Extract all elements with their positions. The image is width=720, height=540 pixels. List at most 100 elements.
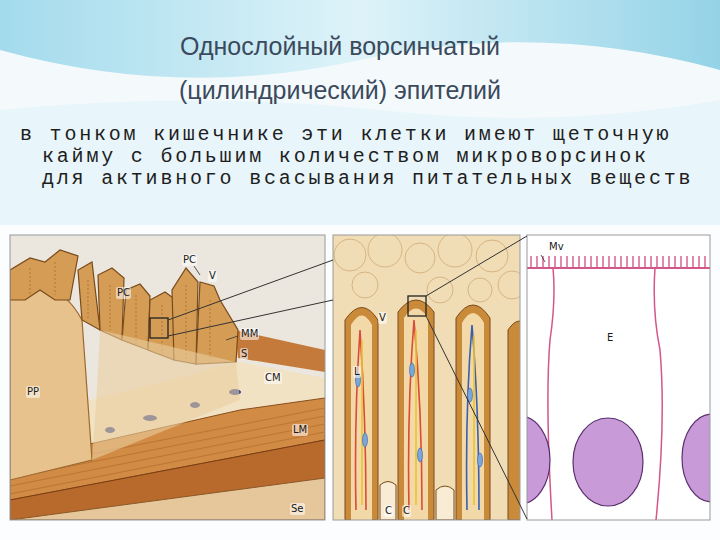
slide-illustration [10,235,325,520]
capillaries [356,330,367,510]
microvilli [560,256,561,268]
background [0,100,720,230]
intestine-wall-figure [136,295,137,345]
villi-section-figure [436,486,454,520]
intestine-wall-figure [150,318,168,338]
leader-lines [541,255,545,262]
part-label: C [384,505,393,517]
slide-illustration [333,235,520,520]
microvilli [686,256,687,268]
intestine-wall-figure [88,280,89,320]
part-label: V [208,270,217,282]
intestine-wall-figure [55,262,56,295]
part-label: S [240,348,248,360]
villi-section-figure [363,433,368,447]
capillaries [473,335,475,505]
microvilli [596,256,597,268]
microvilli [578,256,579,268]
capillaries [361,340,363,505]
capillaries [356,320,480,510]
microvilli [554,256,555,268]
nuclei [527,416,550,504]
microvilli [626,256,627,268]
zoom-lines [168,260,333,320]
villi [196,282,238,364]
description-text: в тонком кишечнике эти клетки имеют щето… [20,124,704,190]
villi [78,262,100,330]
part-label: Mv [548,241,565,253]
villus [345,308,378,521]
villi-section-figure [334,239,366,271]
microvilli [662,256,663,268]
microvilli [530,256,531,268]
villi [98,268,124,340]
intestine-wall-figure [186,285,187,360]
intestine-wall-figure [30,268,31,295]
slide-title: Однослойный ворсинчатый (цилиндрический)… [130,24,550,112]
villi-section-figure [352,272,378,298]
villi-section-figure [408,296,426,316]
villi-section-figure [476,240,508,272]
villi-section-figure [418,448,423,462]
part-label: L [353,366,361,378]
microvilli [674,256,675,268]
part-label: PP [26,386,40,398]
microvilli [548,256,549,268]
microvilli [620,256,621,268]
villi-section-figure [380,482,454,521]
microvilli [692,256,693,268]
nuclei [682,414,710,502]
intestine-wall-figure [92,330,240,460]
villi-section-figure [334,235,520,303]
microvilli [614,256,615,268]
villus [398,300,434,520]
microvilli [584,256,585,268]
villi-section-figure [380,482,396,521]
microvilli [566,256,567,268]
villus [404,309,428,521]
capillaries [415,330,417,505]
leader-lines [194,266,200,275]
cell-borders [548,268,662,520]
part-label: PC [116,287,131,299]
villi-section-figure [498,271,520,299]
villi-section-figure [368,235,402,267]
zoom-lines [426,316,527,519]
microvilli [638,256,639,268]
intestine-wall-figure [10,289,92,480]
villi-section-figure [410,363,415,377]
nuclei [573,418,643,506]
villi [10,250,78,300]
intestine-wall-figure [10,235,325,520]
villi-section-figure [427,277,453,303]
nuclei [527,414,710,506]
villus [508,321,520,520]
part-label: CM [264,372,282,384]
intestine-wall-figure [110,285,111,330]
microvilli [644,256,645,268]
microvilli [650,256,651,268]
microvilli [602,256,603,268]
part-label: MM [240,328,259,340]
villus [462,313,484,520]
cell-borders [654,268,662,520]
part-label: Se [290,503,305,515]
microvilli [668,256,669,268]
part-label: V [378,312,387,324]
microvilli [531,256,705,268]
microvilli [680,256,681,268]
microvilli [704,256,705,268]
leader-lines [226,336,238,340]
part-label: E [606,332,614,344]
cell-borders [548,268,554,520]
zoom-lines [168,236,527,519]
villus [351,316,372,521]
epithelial-cells-figure [527,235,710,520]
villi-section-figure [405,243,435,273]
villi-section-figure [333,235,520,520]
capillaries [467,325,479,510]
microvilli [632,256,633,268]
microvilli [608,256,609,268]
